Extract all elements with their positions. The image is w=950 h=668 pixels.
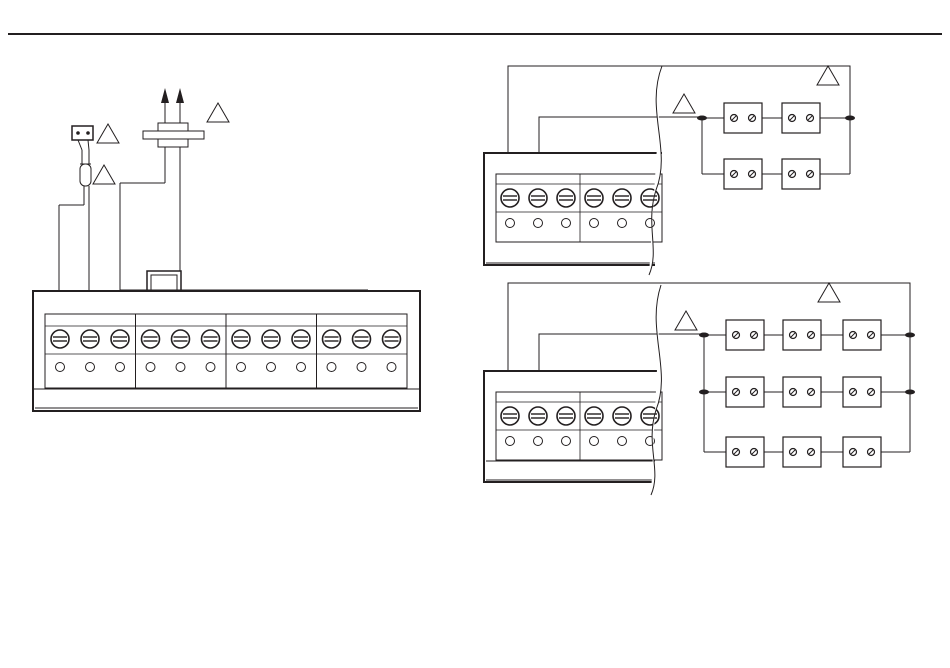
terminal-hole [562,219,571,228]
terminal-hole [176,363,185,372]
terminal-hole [618,437,627,446]
junction-node [905,390,915,395]
terminal-hole [590,437,599,446]
screw-terminal-icon [383,330,401,348]
screw-terminal-icon [613,407,631,425]
load-module [783,437,821,467]
cable-gland-block [147,271,181,291]
terminal-hole [534,219,543,228]
screw-terminal-icon [641,189,659,207]
load-module [726,320,764,350]
load-module [782,103,820,133]
screw-terminal-icon [262,330,280,348]
screw-terminal-icon [232,330,250,348]
warning-triangle-icon [93,165,115,184]
ferrite-core-body [143,131,204,139]
screw-terminal-icon [323,330,341,348]
ferrite-core-bottom [158,139,188,147]
load-module [843,377,881,407]
junction-node [697,116,707,121]
load-module [783,320,821,350]
warning-triangle-icon [97,124,119,143]
screw-terminal-icon [292,330,310,348]
terminal-hole [357,363,366,372]
screw-terminal-icon [142,330,160,348]
warning-triangle-icon [207,103,229,122]
screw-terminal-icon [202,330,220,348]
screw-terminal-icon [529,407,547,425]
screw-terminal-icon [529,189,547,207]
terminal-hole [206,363,215,372]
terminal-hole [590,219,599,228]
terminal-hole [327,363,336,372]
wiring-example-bottom [484,283,915,495]
terminal-hole [237,363,246,372]
break-line [649,66,662,275]
connector-pin [86,131,90,135]
screw-terminal-icon [613,189,631,207]
ferrite-core-top [158,123,188,131]
screw-terminal-icon [501,407,519,425]
terminal-hole [618,219,627,228]
screw-terminal-icon [111,330,129,348]
terminal-hole [534,437,543,446]
load-module [783,377,821,407]
warning-triangle-icon [818,283,840,302]
sensor-connector [72,126,93,140]
terminal-hole [297,363,306,372]
sensor-probe [80,164,91,186]
warning-triangle-icon [675,311,697,330]
terminal-hole [116,363,125,372]
load-module [726,437,764,467]
load-module [726,377,764,407]
screw-terminal-icon [585,189,603,207]
load-module [724,159,762,189]
terminal-hole [146,363,155,372]
terminal-hole [506,219,515,228]
module-network [699,320,915,467]
connector-pin [76,131,80,135]
load-module [843,320,881,350]
junction-node [699,333,709,338]
break-line [651,285,661,495]
screw-terminal-icon [81,330,99,348]
screw-terminal-icon [51,330,69,348]
junction-node [905,333,915,338]
terminal-hole [646,219,655,228]
terminal-hole [387,363,396,372]
inner-wire [539,117,702,153]
screw-terminal-icon [557,407,575,425]
left-controller-unit [33,88,420,411]
warning-triangle-icon [817,66,839,85]
terminal-hole [562,437,571,446]
inner-wire [539,334,702,371]
warning-triangle-icon [673,94,695,113]
screw-terminal-icon [585,407,603,425]
load-module [843,437,881,467]
junction-node [845,116,855,121]
terminal-hole [267,363,276,372]
screw-terminal-icon [501,189,519,207]
module-network [697,103,855,189]
screw-terminal-icon [172,330,190,348]
sensor-lead [88,140,89,150]
load-module [782,159,820,189]
screw-terminal-icon [353,330,371,348]
terminal-hole [56,363,65,372]
arrow-up-icon [176,88,184,103]
cable-gland-inner [151,275,177,291]
sensor-lead [78,140,82,150]
screw-terminal-icon [557,189,575,207]
load-module [724,103,762,133]
housing-cut-bottom [484,371,660,482]
terminal-hole [506,437,515,446]
left-screw-group [51,314,401,388]
junction-node [699,390,709,395]
housing-cut-top [484,153,662,265]
terminal-hole [86,363,95,372]
wiring-example-top [484,66,855,275]
arrow-up-icon [161,88,169,103]
